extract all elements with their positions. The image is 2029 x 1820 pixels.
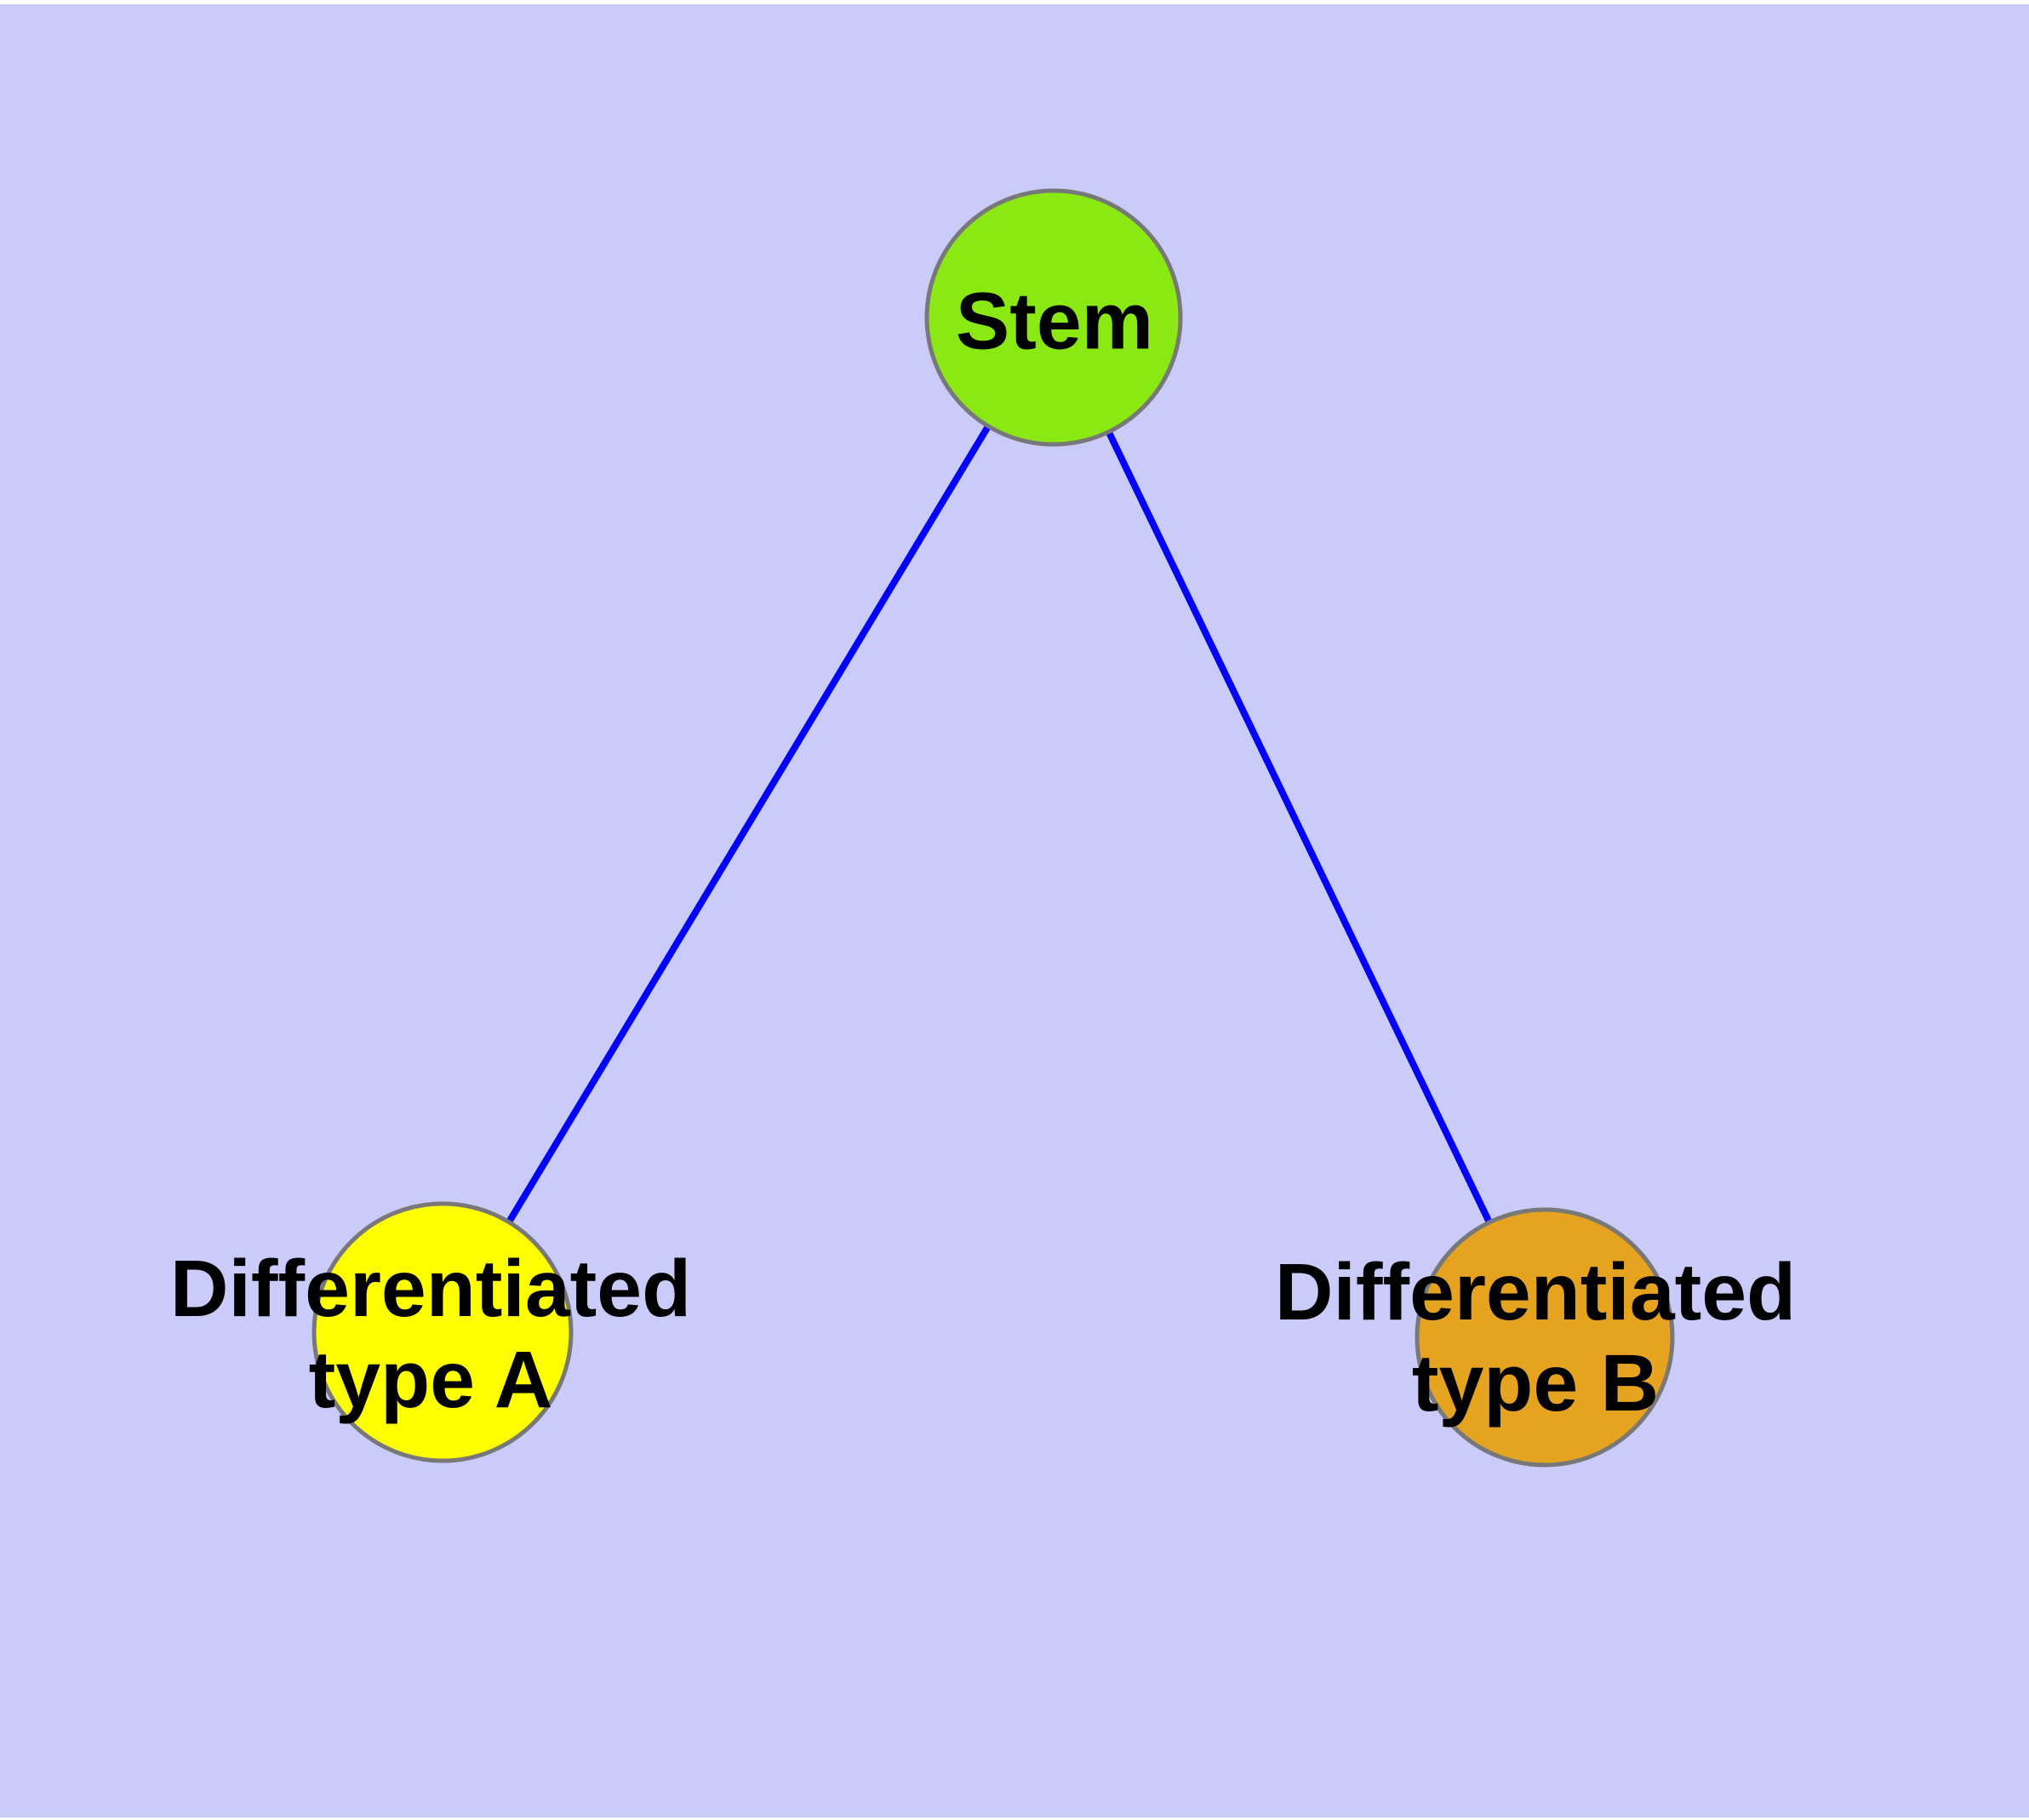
node-typeB-label-line1: Differentiated [1274,1247,1797,1337]
node-typeA-label-line2: type A [308,1335,553,1425]
node-typeB-label: Differentiated type B [1275,1247,1796,1429]
edge-stem-to-typeA [439,315,1057,1335]
node-typeB [1415,1207,1675,1468]
node-typeA-label-line1: Differentiated [169,1244,692,1334]
node-typeA [311,1201,574,1463]
node-typeA-label: Differentiated type A [170,1244,691,1426]
node-stem-label: Stem [955,276,1154,367]
node-stem [924,188,1183,447]
edge-stem-to-typeB [1050,316,1548,1339]
node-typeB-label-line2: type B [1411,1338,1660,1428]
